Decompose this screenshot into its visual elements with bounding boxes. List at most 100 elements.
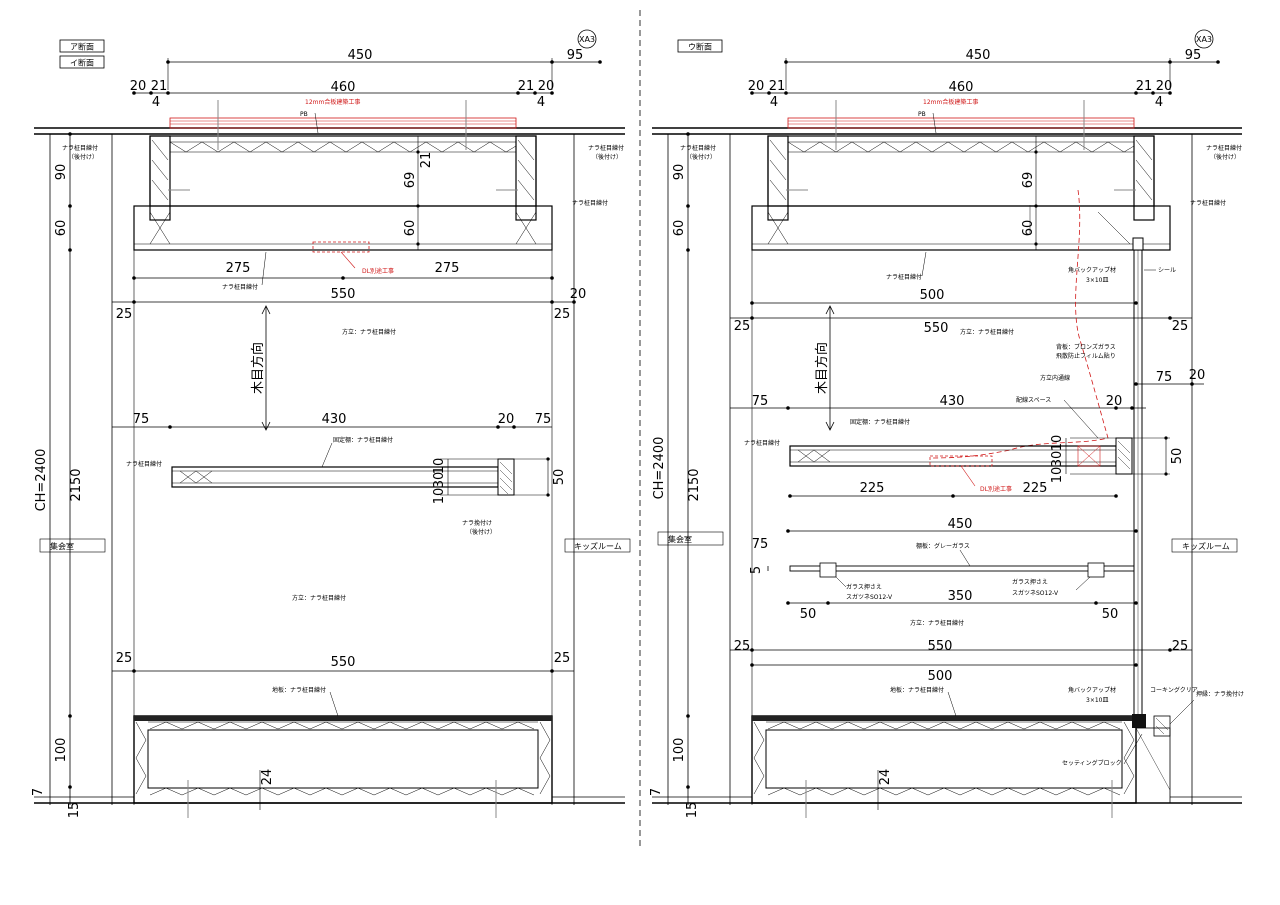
note-nara-r3: ナラ柾目練付 bbox=[572, 199, 608, 207]
sheet-ref-bubble bbox=[577, 29, 597, 49]
sheet-ref-bubble-right bbox=[1194, 29, 1214, 49]
r-note-floor: 地板：ナラ柾目練付 bbox=[890, 686, 944, 694]
r-dim-b25a: 25 bbox=[734, 639, 751, 654]
r-dim-s225a: 225 bbox=[860, 481, 885, 496]
r-dim-v7: 7 bbox=[649, 788, 664, 796]
r-dim-v90: 90 bbox=[672, 164, 687, 181]
note-nara-bottom: ナラ柾目練付 bbox=[222, 283, 258, 291]
dim-top-95: 95 bbox=[567, 48, 584, 63]
r-room-label-box-right bbox=[1171, 538, 1238, 553]
wiring-red-path bbox=[929, 189, 1109, 459]
r-note-wiring: 配線スペース bbox=[1016, 396, 1051, 404]
r-note-backup1: 角バックアップ材 bbox=[1068, 266, 1116, 274]
r-dim-s10b: 10 bbox=[1050, 467, 1065, 484]
room-label-box-left bbox=[39, 538, 106, 553]
room-label-box-right bbox=[564, 538, 631, 553]
r-dim-top-95: 95 bbox=[1185, 48, 1202, 63]
dim-275b: 275 bbox=[435, 261, 460, 276]
r-note-caulk: コーキングクリア bbox=[1150, 686, 1198, 694]
dim-v90: 90 bbox=[54, 164, 69, 181]
red-plywood-board bbox=[169, 117, 517, 129]
dim-t21b: 21 bbox=[518, 79, 535, 94]
dim-s50: 50 bbox=[552, 469, 567, 486]
dim-275a: 275 bbox=[226, 261, 251, 276]
dim-25b: 25 bbox=[554, 307, 571, 322]
r-dim-v60: 60 bbox=[672, 220, 687, 237]
r-note-glass2: 飛散防止フィルム貼り bbox=[1056, 352, 1116, 360]
r-dim-v15: 15 bbox=[685, 802, 700, 819]
r-note-side2: 方立：ナラ柾目練付 bbox=[910, 619, 964, 627]
dim-b550: 550 bbox=[331, 655, 356, 670]
dim-s10b: 10 bbox=[432, 488, 447, 505]
dim-t20a: 20 bbox=[130, 79, 147, 94]
r-red-plywood-board bbox=[787, 117, 1135, 129]
r-note-shelf: 固定棚：ナラ柾目練付 bbox=[850, 418, 910, 426]
r-dim-t4b: 4 bbox=[1155, 95, 1163, 110]
dim-t20b: 20 bbox=[538, 79, 555, 94]
r-note-holder1a: ガラス押さえ bbox=[846, 583, 882, 591]
r-dim-500: 500 bbox=[920, 288, 945, 303]
r-room-label-box-left bbox=[657, 531, 724, 546]
r-note-setting: セッティングブロック bbox=[1062, 759, 1122, 767]
r-dim-75: 75 bbox=[1156, 370, 1173, 385]
r-note-pb: PB bbox=[918, 111, 926, 118]
fixed-shelf bbox=[171, 466, 499, 488]
dim-s10a: 10 bbox=[432, 458, 447, 475]
room-label-right: キッズルーム bbox=[574, 541, 622, 551]
r-dl-red-box bbox=[929, 455, 993, 467]
dim-v60: 60 bbox=[54, 220, 69, 237]
note-side2: 方立：ナラ柾目練付 bbox=[292, 594, 346, 602]
r-note-grain: 木目方向 bbox=[814, 342, 830, 394]
r-dim-g50b: 50 bbox=[1102, 607, 1119, 622]
note-nara-r2: （後付け） bbox=[592, 153, 622, 161]
dim-v24: 24 bbox=[260, 769, 275, 786]
r-note-nara-bottom: ナラ柾目練付 bbox=[886, 273, 922, 281]
dim-v15: 15 bbox=[67, 802, 82, 819]
r-dim-b550: 550 bbox=[928, 639, 953, 654]
note-side1: 方立：ナラ柾目練付 bbox=[342, 328, 396, 336]
dim-550: 550 bbox=[331, 287, 356, 302]
r-note-inner: 方立内通線 bbox=[1040, 374, 1070, 382]
base-unit bbox=[133, 715, 553, 804]
dim-v60b: 60 bbox=[403, 220, 418, 237]
dim-top-460: 460 bbox=[331, 80, 356, 95]
r-note-nara-r2: （後付け） bbox=[1210, 153, 1240, 161]
dim-t4b: 4 bbox=[537, 95, 545, 110]
r-dim-top-450: 450 bbox=[966, 48, 991, 63]
r-note-backup3: 角バックアップ材 bbox=[1068, 686, 1116, 694]
dim-s20: 20 bbox=[498, 412, 515, 427]
note-shelf-tip1: ナラ挽付け bbox=[462, 519, 492, 527]
r-dim-s10a: 10 bbox=[1050, 435, 1065, 452]
r-note-nara-l1: ナラ柾目練付 bbox=[680, 144, 716, 152]
r-dim-t21b: 21 bbox=[1136, 79, 1153, 94]
tag-box-u bbox=[677, 39, 723, 53]
r-note-glass-shelf: 棚板：グレーガラス bbox=[916, 542, 970, 550]
r-dim-ch: CH=2400 bbox=[652, 437, 667, 500]
tag-i-label: イ断面 bbox=[70, 58, 94, 68]
r-dim-t21a: 21 bbox=[769, 79, 786, 94]
tag-u-label: ウ断面 bbox=[688, 42, 712, 52]
r-room-label-right: キッズルーム bbox=[1182, 541, 1230, 551]
dim-top-450: 450 bbox=[348, 48, 373, 63]
r-dim-s430: 430 bbox=[940, 394, 965, 409]
r-dim-g350: 350 bbox=[948, 589, 973, 604]
r-dim-v69: 69 bbox=[1021, 172, 1036, 189]
r-dim-s30: 30 bbox=[1050, 451, 1065, 468]
r-dim-t20a: 20 bbox=[748, 79, 765, 94]
section-u-drawing: ウ断面 XA3 450 95 460 20 21 4 21 20 4 12mm合… bbox=[649, 29, 1244, 819]
dim-v21: 21 bbox=[419, 152, 434, 169]
r-dim-b500: 500 bbox=[928, 669, 953, 684]
r-dim-s225b: 225 bbox=[1023, 481, 1048, 496]
r-note-stopper: 押縁：ナラ挽付け bbox=[1196, 690, 1244, 698]
r-dim-v2150: 2150 bbox=[687, 468, 702, 501]
r-dim-550: 550 bbox=[924, 321, 949, 336]
r-dim-s75: 75 bbox=[752, 394, 769, 409]
dim-v100: 100 bbox=[54, 738, 69, 763]
r-note-holder2a: ガラス押さえ bbox=[1012, 578, 1048, 586]
sheet-ref-label: XA3 bbox=[579, 35, 595, 44]
room-label-left: 集会室 bbox=[50, 541, 74, 551]
tag-box-i bbox=[59, 55, 105, 69]
dim-b25a: 25 bbox=[116, 651, 133, 666]
r-note-dl: DL別途工事 bbox=[980, 485, 1012, 493]
